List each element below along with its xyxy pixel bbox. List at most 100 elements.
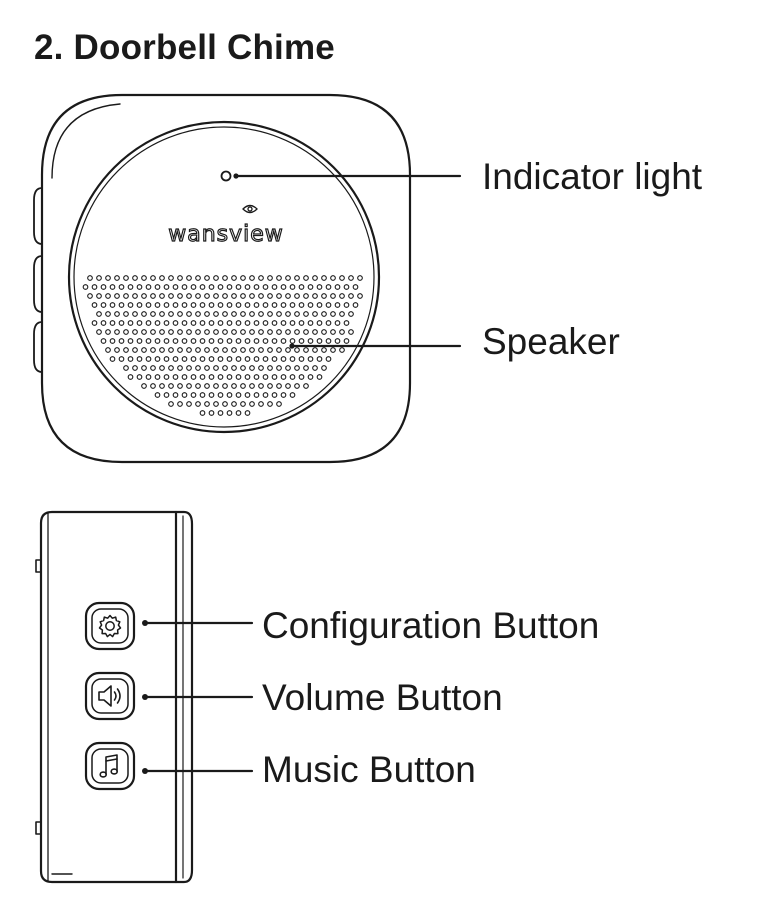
logo-eye-mark	[242, 204, 258, 214]
grille-hole	[321, 329, 327, 335]
grille-hole	[325, 356, 332, 362]
grille-hole	[280, 284, 287, 290]
indicator-leader	[233, 173, 462, 179]
grille-hole	[213, 383, 219, 389]
grille-hole	[186, 329, 192, 335]
grille-hole	[307, 284, 314, 290]
grille-hole	[339, 275, 345, 281]
grille-hole	[123, 293, 129, 299]
grille-hole	[303, 293, 309, 299]
grille-hole	[208, 338, 215, 344]
grille-hole	[87, 275, 93, 281]
grille-hole	[127, 356, 134, 362]
grille-hole	[123, 275, 129, 281]
grille-hole	[352, 302, 359, 308]
grille-hole	[208, 356, 215, 362]
music-button[interactable]	[84, 741, 136, 791]
grille-hole	[181, 302, 188, 308]
grille-hole	[267, 293, 273, 299]
callout-label-music-button: Music Button	[262, 749, 476, 790]
grille-hole	[298, 302, 305, 308]
grille-hole	[280, 374, 287, 380]
grille-hole	[217, 374, 224, 380]
grille-hole	[150, 311, 156, 317]
grille-hole	[294, 365, 300, 371]
grille-hole	[303, 347, 309, 353]
grille-hole	[276, 311, 282, 317]
grille-hole	[303, 311, 309, 317]
grille-hole	[271, 392, 278, 398]
grille-hole	[168, 275, 174, 281]
grille-hole	[258, 347, 264, 353]
grille-hole	[334, 302, 341, 308]
grille-hole	[127, 374, 134, 380]
grille-hole	[150, 347, 156, 353]
grille-hole	[199, 374, 206, 380]
grille-hole	[235, 320, 242, 326]
grille-hole	[172, 302, 179, 308]
grille-hole	[114, 311, 120, 317]
grille-hole	[118, 302, 125, 308]
grille-hole	[199, 356, 206, 362]
grille-hole	[96, 275, 102, 281]
grille-hole	[109, 302, 116, 308]
grille-hole	[213, 329, 219, 335]
grille-hole	[204, 311, 210, 317]
grille-hole	[168, 329, 174, 335]
grille-hole	[222, 365, 228, 371]
grille-hole	[172, 338, 179, 344]
grille-hole	[222, 311, 228, 317]
grille-hole	[114, 275, 120, 281]
grille-hole	[132, 329, 138, 335]
grille-hole	[330, 329, 336, 335]
configuration-button[interactable]	[84, 601, 136, 651]
grille-hole	[226, 374, 233, 380]
grille-hole	[343, 338, 350, 344]
grille-hole	[136, 302, 143, 308]
indicator-light-dot	[220, 170, 232, 182]
grille-hole	[276, 383, 282, 389]
grille-hole	[253, 338, 260, 344]
grille-hole	[316, 284, 323, 290]
grille-hole	[181, 284, 188, 290]
grille-hole	[312, 347, 318, 353]
grille-hole	[186, 275, 192, 281]
grille-hole	[127, 284, 134, 290]
grille-hole	[100, 302, 107, 308]
grille-hole	[298, 356, 305, 362]
grille-hole	[109, 284, 116, 290]
grille-hole	[280, 302, 287, 308]
grille-hole	[307, 320, 314, 326]
grille-hole	[91, 320, 98, 326]
callout-label-volume-button: Volume Button	[262, 677, 503, 718]
grille-hole	[118, 338, 125, 344]
grille-hole	[217, 392, 224, 398]
grille-hole	[199, 284, 206, 290]
grille-hole	[159, 365, 165, 371]
grille-hole	[136, 374, 143, 380]
grille-hole	[249, 329, 255, 335]
grille-hole	[213, 347, 219, 353]
grille-hole	[195, 365, 201, 371]
grille-hole	[348, 311, 354, 317]
grille-hole	[357, 275, 363, 281]
grille-hole	[330, 347, 336, 353]
grille-hole	[217, 410, 224, 416]
grille-hole	[312, 275, 318, 281]
grille-hole	[154, 392, 161, 398]
grille-hole	[280, 356, 287, 362]
grille-hole	[190, 320, 197, 326]
grille-hole	[231, 293, 237, 299]
grille-hole	[253, 356, 260, 362]
grille-hole	[231, 401, 237, 407]
grille-hole	[276, 293, 282, 299]
volume-button[interactable]	[84, 671, 136, 721]
grille-hole	[109, 356, 116, 362]
grille-hole	[258, 293, 264, 299]
grille-hole	[105, 311, 111, 317]
grille-hole	[226, 338, 233, 344]
grille-hole	[208, 302, 215, 308]
grille-hole	[231, 329, 237, 335]
grille-hole	[267, 275, 273, 281]
grille-hole	[168, 365, 174, 371]
